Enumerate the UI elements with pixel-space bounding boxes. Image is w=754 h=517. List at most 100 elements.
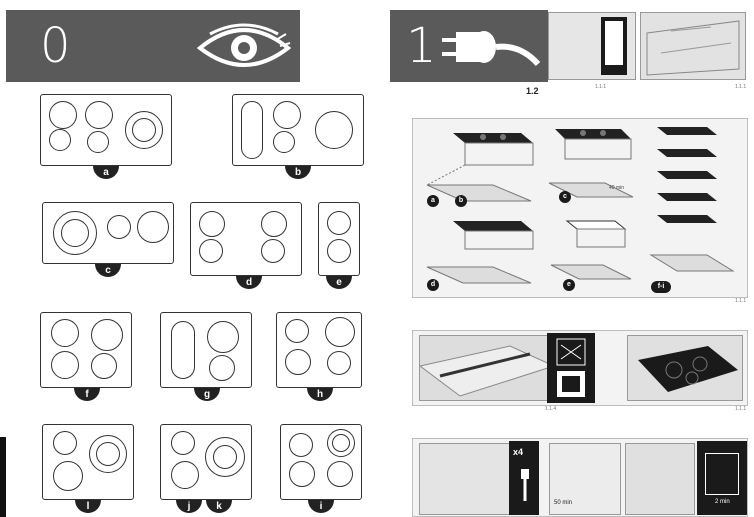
cooking-zone	[199, 239, 223, 263]
hob-label-l: l	[75, 500, 101, 513]
cooking-zone	[137, 211, 169, 243]
cabinet-section-photo: 50 min	[549, 443, 621, 515]
install-label-b: b	[455, 195, 467, 207]
hob-label-b: b	[285, 166, 311, 179]
mounting-bracket-panel: x4 50 min 2 min	[412, 438, 748, 517]
install-label-e: e	[563, 279, 575, 291]
cooking-zone	[327, 461, 353, 487]
installed-hob-photo	[627, 335, 743, 401]
cooking-zone	[325, 317, 355, 347]
hob-label-d: d	[236, 276, 262, 289]
page-edge-tab	[0, 437, 6, 517]
hob-diagram-l	[42, 424, 134, 500]
oval-zone	[241, 101, 263, 159]
cooking-zone	[289, 461, 315, 487]
cooking-zone	[89, 435, 127, 473]
step-number-1: 1	[406, 18, 437, 74]
cooking-zone	[53, 461, 83, 491]
cabinet-diagram-d	[426, 221, 534, 284]
hob-diagram-f	[40, 312, 132, 388]
power-plug-icon	[442, 31, 540, 67]
hob-diagram-e	[318, 202, 360, 276]
cooking-zone	[327, 239, 351, 263]
page-number: 1.1.4	[545, 406, 557, 412]
cooking-zone	[61, 219, 89, 247]
cooking-zone	[85, 101, 113, 129]
cooking-zone	[261, 239, 285, 263]
cooking-zone	[91, 353, 117, 379]
oval-zone	[171, 321, 195, 379]
cabinet-diagram-stack	[649, 127, 735, 272]
hob-diagram-b	[232, 94, 364, 166]
cooking-zone	[285, 349, 311, 375]
cooking-zone	[53, 211, 97, 255]
cooking-zone	[49, 101, 77, 129]
cabinet-diagram-e	[550, 220, 632, 280]
hob-label-c: c	[95, 264, 121, 277]
install-label-d: d	[427, 279, 439, 291]
cooking-zone	[289, 433, 313, 457]
cooking-zone	[53, 431, 77, 455]
cooking-zone	[327, 429, 355, 457]
cooking-zone	[213, 445, 237, 469]
cooking-zone	[107, 215, 131, 239]
cooking-zone	[132, 118, 156, 142]
sealing-strip-panel	[412, 330, 748, 406]
cooking-zone	[125, 111, 163, 149]
cooking-zone	[171, 431, 195, 455]
hob-diagram-d	[190, 202, 302, 276]
cooking-zone	[171, 461, 199, 489]
cooking-zone	[315, 111, 353, 149]
installation-clearance-panel: a b c 40 min f-i d e	[412, 118, 748, 298]
hob-diagram-jk	[160, 424, 252, 500]
seal-application-photo	[418, 335, 556, 401]
page-number: 1.1.1	[735, 298, 747, 304]
step-number-0: 0	[40, 18, 71, 74]
screw-icon	[521, 469, 529, 501]
cooking-zone	[205, 437, 245, 477]
cooking-zone	[199, 211, 225, 237]
hob-label-f: f	[74, 388, 100, 401]
install-label-a: a	[427, 195, 439, 207]
cooking-zone	[207, 321, 239, 353]
cabinet-diagram-ab	[426, 133, 534, 202]
hob-label-e: e	[326, 276, 352, 289]
dim-40min: 40 min	[609, 185, 625, 191]
hob-label-g: g	[194, 388, 220, 401]
install-label-c: c	[559, 191, 571, 203]
eye-icon	[196, 23, 292, 67]
cooking-zone	[87, 131, 109, 153]
clearance-box: 2 min	[697, 441, 747, 515]
dim-2min: 2 min	[715, 499, 730, 505]
page-number: 1.1.1	[735, 406, 747, 412]
hob-label-j: j	[176, 500, 202, 513]
cooking-zone	[51, 351, 79, 379]
hob-diagram-i	[280, 424, 362, 500]
right-header-bar: 1	[390, 10, 548, 82]
hob-fixing-photo	[625, 443, 695, 515]
label-photo	[548, 12, 636, 80]
cabinet-diagram-c	[548, 129, 634, 198]
cooking-zone	[332, 434, 350, 452]
cooking-zone	[327, 351, 351, 375]
hob-label-a: a	[93, 166, 119, 179]
hob-label-h: h	[307, 388, 333, 401]
page-number: 1.1.1	[735, 84, 747, 90]
hob-label-i: i	[308, 500, 334, 513]
hob-diagram-c	[42, 202, 174, 264]
hob-diagram-h	[276, 312, 362, 388]
left-header-bar: 0	[6, 10, 300, 82]
seal-instruction-box	[547, 333, 595, 403]
section-label: 1.2	[526, 86, 539, 96]
dim-50min: 50 min	[554, 500, 573, 506]
cooking-zone	[209, 355, 235, 381]
bracket-quantity-box: x4	[509, 441, 539, 515]
cooking-zone	[91, 319, 123, 351]
cooking-zone	[51, 319, 79, 347]
page-number: 1.1.1	[595, 84, 607, 90]
cooking-zone	[285, 319, 309, 343]
cooking-zone	[96, 442, 120, 466]
hob-underside-photo	[640, 12, 746, 80]
cooking-zone	[327, 211, 351, 235]
hob-diagram-g	[160, 312, 252, 388]
